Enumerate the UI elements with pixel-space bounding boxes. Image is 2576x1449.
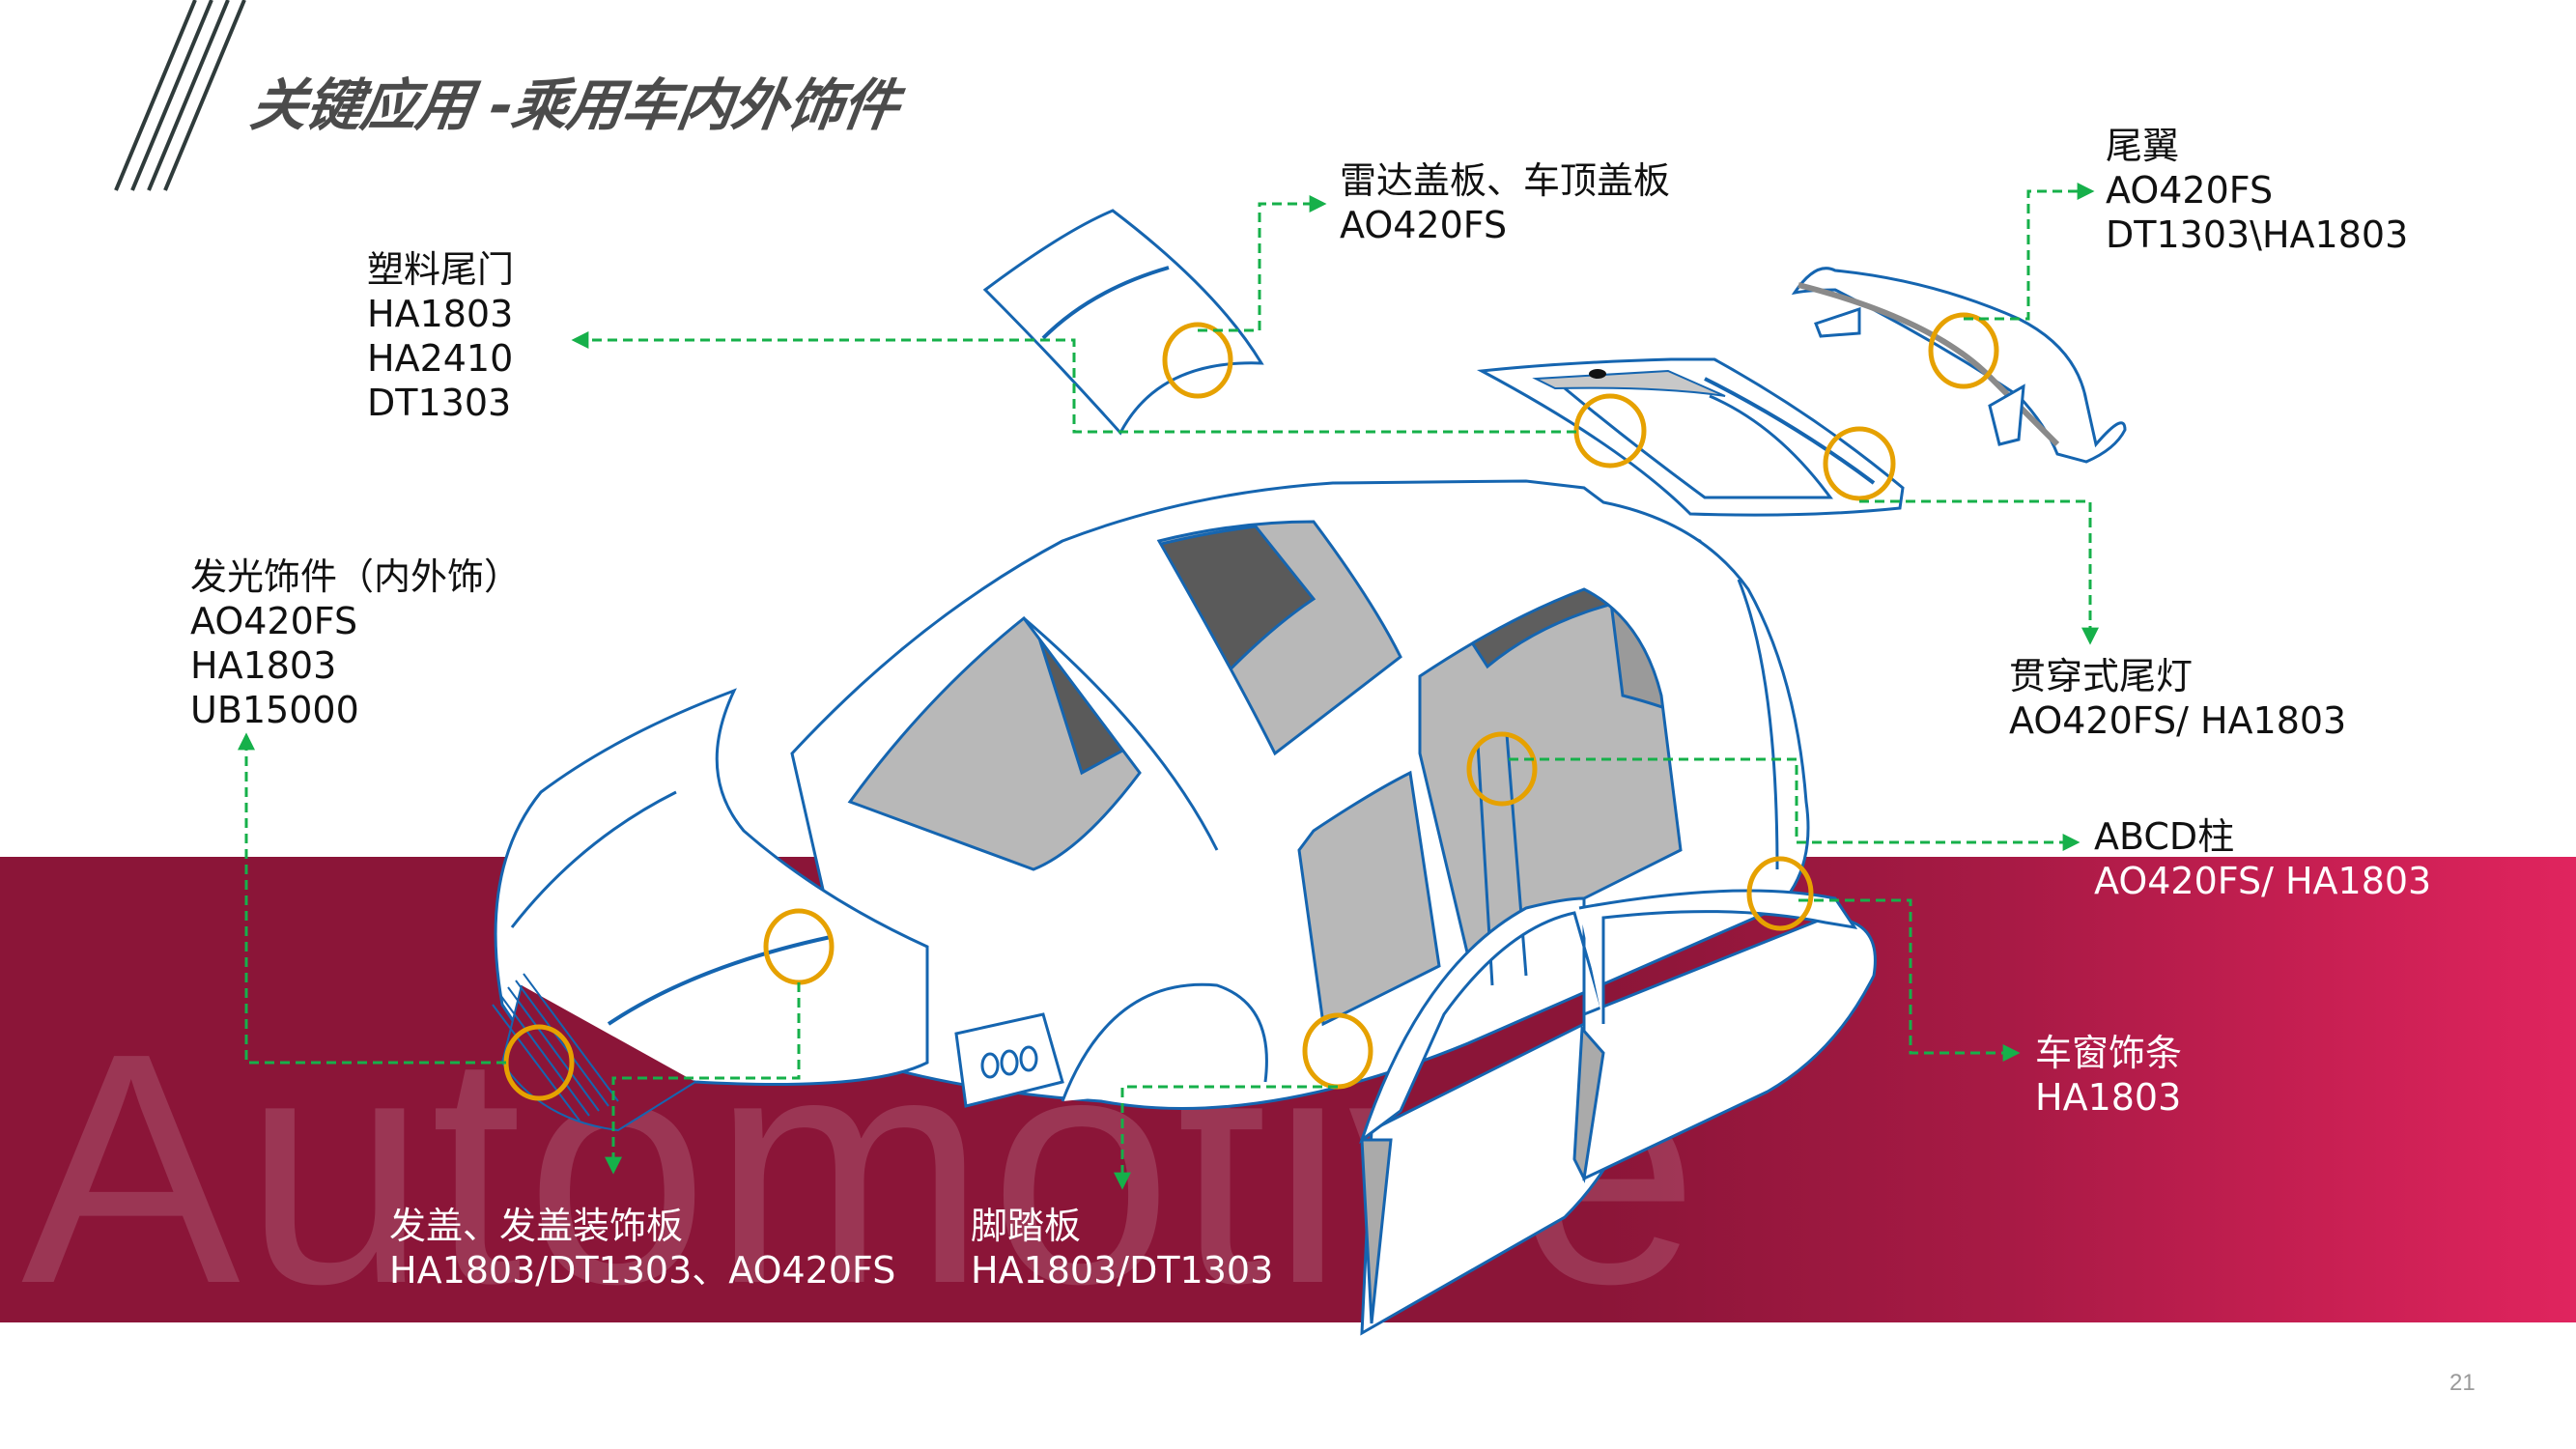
callout-material: UB15000 [190,689,359,731]
callout-plastic-tailgate: 塑料尾门 HA1803 HA2410 DT1303 [367,247,514,425]
callout-material: AO420FS/ HA1803 [2009,699,2347,742]
callout-title: 发盖、发盖装饰板 [389,1205,684,1247]
callout-material: AO420FS [1340,204,1508,246]
callout-through-taillight: 贯穿式尾灯 AO420FS/ HA1803 [2009,654,2346,743]
callout-material: HA1803/DT1303、AO420FS [389,1249,896,1292]
callout-material: AO420FS/ HA1803 [2094,860,2432,902]
callout-radar-roof-cover: 雷达盖板、车顶盖板 AO420FS [1340,158,1670,247]
callout-hood-trim: 发盖、发盖装饰板 HA1803/DT1303、AO420FS [389,1204,895,1293]
callout-title: 尾翼 [2106,125,2180,167]
highlight-circle-window-trim [1746,856,1814,931]
connector-tailgate [571,331,1576,434]
highlight-circle-pillar [1466,731,1538,807]
callout-luminous-trim: 发光饰件（内外饰） AO420FS HA1803 UB15000 [190,554,521,732]
roof-cover-panel [982,209,1264,436]
connector-footboard [1114,1085,1338,1190]
connector-hood [605,982,801,1175]
stripe-line [163,0,246,191]
callout-material: HA1803 [190,644,337,687]
rear-spoiler-panel [1791,267,2127,464]
callout-material: AO420FS [190,600,358,642]
callout-title: 发光饰件（内外饰） [190,555,522,598]
callout-footboard: 脚踏板 HA1803/DT1303 [971,1204,1273,1293]
decorative-stripes [114,0,246,191]
callout-material: HA2410 [367,337,514,380]
doors [1359,889,1877,1336]
stripe-line [147,0,230,191]
highlight-circle-taillight [1823,426,1896,501]
car-body-frame [790,479,1810,1110]
callout-window-trim: 车窗饰条 HA1803 [2035,1031,2182,1120]
connector-lines [238,183,2099,1190]
callout-abcd-pillar: ABCD柱 AO420FS/ HA1803 [2094,814,2431,903]
connector-luminous-trim [238,732,506,1065]
connector-spoiler [1964,183,2095,321]
page-number: 21 [2449,1370,2476,1396]
connector-pillar [1509,757,2081,851]
highlight-circle-roof-cover [1162,322,1233,399]
callout-title: 贯穿式尾灯 [2009,655,2194,697]
callout-material: DT1303 [367,382,512,424]
tailgate-panel [1476,357,1905,517]
callout-material: DT1303\HA1803 [2106,213,2409,256]
callout-title: 雷达盖板、车顶盖板 [1340,159,1671,202]
callout-title: ABCD柱 [2094,815,2235,858]
callout-material: HA1803/DT1303 [971,1249,1274,1292]
stripe-line [130,0,213,191]
connector-roof-cover [1198,195,1327,332]
callout-title: 塑料尾门 [367,248,515,291]
callout-material: HA1803 [2035,1076,2182,1119]
highlight-circle-spoiler [1928,312,1999,389]
callout-material: HA1803 [367,293,514,335]
connector-window-trim [1798,898,2021,1062]
connector-taillight [1859,499,2099,645]
callout-title: 车窗饰条 [2035,1032,2183,1074]
stripe-line [114,0,197,191]
callout-rear-spoiler: 尾翼 AO420FS DT1303\HA1803 [2106,124,2408,257]
callout-title: 脚踏板 [971,1205,1082,1247]
callout-material: AO420FS [2106,169,2274,212]
